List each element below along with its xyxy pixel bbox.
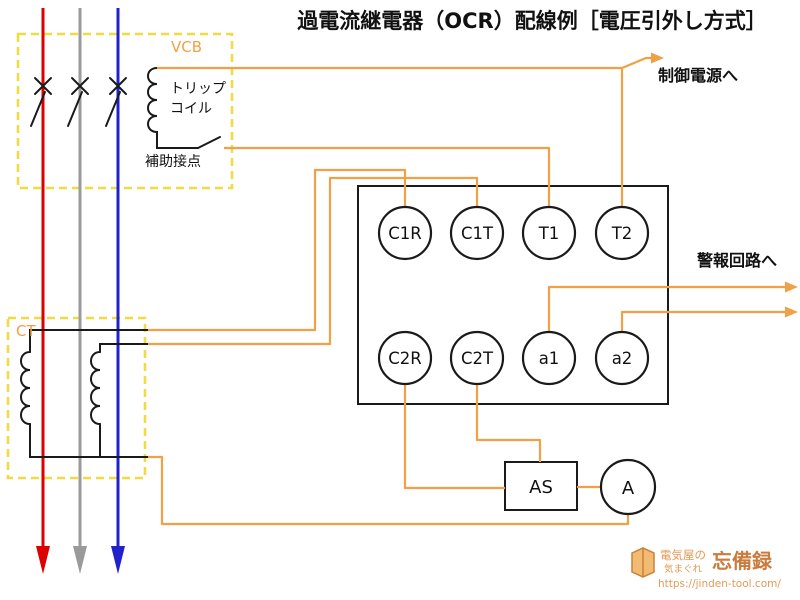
ammeter-selector-box xyxy=(504,461,578,511)
watermark-name: 忘備録 xyxy=(712,549,773,573)
breaker-pole-r-icon xyxy=(34,77,52,95)
book-icon xyxy=(631,547,655,578)
ct2-top-lead xyxy=(99,343,149,353)
terminal-c2t-label: C2T xyxy=(461,349,494,368)
phase-t-arrow-icon xyxy=(111,546,125,574)
aux-contact-label: 補助接点 xyxy=(145,153,201,170)
wire-c1r-to-ct1 xyxy=(148,168,407,332)
ct-boundary-box xyxy=(6,316,147,480)
terminal-t1-label: T1 xyxy=(538,224,560,243)
terminal-t2 xyxy=(594,205,650,261)
wire-a1-to-alarm xyxy=(547,285,787,332)
ct-common-bottom-lead xyxy=(29,423,149,458)
watermark-url: https://jinden-tool.com/ xyxy=(658,578,781,590)
ct2-coil-icon xyxy=(90,351,101,425)
control-power-arrow-icon xyxy=(651,52,664,64)
terminal-t1 xyxy=(521,205,577,261)
watermark-prefix: 電気屋の xyxy=(660,548,706,562)
terminal-c1r xyxy=(377,205,433,261)
ct-coils xyxy=(20,329,149,458)
site-watermark: 電気屋の 気まぐれ 忘備録 https://jinden-tool.com/ xyxy=(631,547,781,590)
terminal-c1t xyxy=(449,205,505,261)
trip-coil-label-line2: コイル xyxy=(170,101,212,117)
wire-t1-to-aux-contact xyxy=(224,146,551,207)
breaker-blade-r-icon xyxy=(30,91,46,127)
wire-c2t-to-as xyxy=(475,384,542,462)
ammeter-selector-label: AS xyxy=(529,477,553,498)
watermark-sub: 気まぐれ xyxy=(664,563,703,575)
alarm-circuit-destination-label: 警報回路へ xyxy=(696,251,777,270)
relay-terminals xyxy=(377,205,650,386)
alarm-arrow1-icon xyxy=(785,281,798,293)
vcb-label: VCB xyxy=(171,38,202,56)
wire-a2-to-alarm xyxy=(620,310,787,332)
terminal-c2t xyxy=(449,330,505,386)
wire-t2-to-control-power xyxy=(620,56,653,207)
terminal-c1t-label: C1T xyxy=(461,224,494,243)
ammeter-circle xyxy=(599,458,657,516)
breaker-blade-t-icon xyxy=(105,91,121,127)
ct1-coil-icon xyxy=(20,351,31,425)
wire-c1t-to-ct2 xyxy=(148,176,479,346)
terminal-a1-label: a1 xyxy=(539,349,560,368)
trip-coil-label-line1: トリップ xyxy=(170,81,226,97)
wire-ammeter-return-to-ct xyxy=(148,455,630,526)
vcb-boundary-box xyxy=(16,32,234,190)
phase-s-arrow-icon xyxy=(73,546,87,574)
ct-label: CT xyxy=(16,322,36,340)
terminal-a2-label: a2 xyxy=(612,349,633,368)
ammeter-label: A xyxy=(622,478,635,499)
alarm-arrow2-icon xyxy=(785,306,798,318)
breaker-blade-s-icon xyxy=(67,91,83,127)
phase-r-arrow-icon xyxy=(36,546,50,574)
trip-coil-icon xyxy=(147,67,199,149)
aux-contact-blade-icon xyxy=(197,136,221,149)
wire-c2r-to-as xyxy=(403,384,505,490)
terminal-c2r xyxy=(377,330,433,386)
page-title: 過電流継電器（OCR）配線例［電圧引外し方式］ xyxy=(297,9,766,33)
breaker-pole-t-icon xyxy=(109,77,127,95)
terminal-c1r-label: C1R xyxy=(388,224,421,243)
orange-wiring xyxy=(148,52,798,526)
terminal-t2-label: T2 xyxy=(611,224,633,243)
breaker-symbols xyxy=(30,77,127,127)
trip-coil-and-aux-contact xyxy=(147,67,221,149)
ct1-top-lead xyxy=(29,329,149,353)
control-power-destination-label: 制御電源へ xyxy=(658,66,738,85)
terminal-c2r-label: C2R xyxy=(388,349,421,368)
terminal-a2 xyxy=(594,330,650,386)
breaker-pole-s-icon xyxy=(71,77,89,95)
terminal-a1 xyxy=(521,330,577,386)
